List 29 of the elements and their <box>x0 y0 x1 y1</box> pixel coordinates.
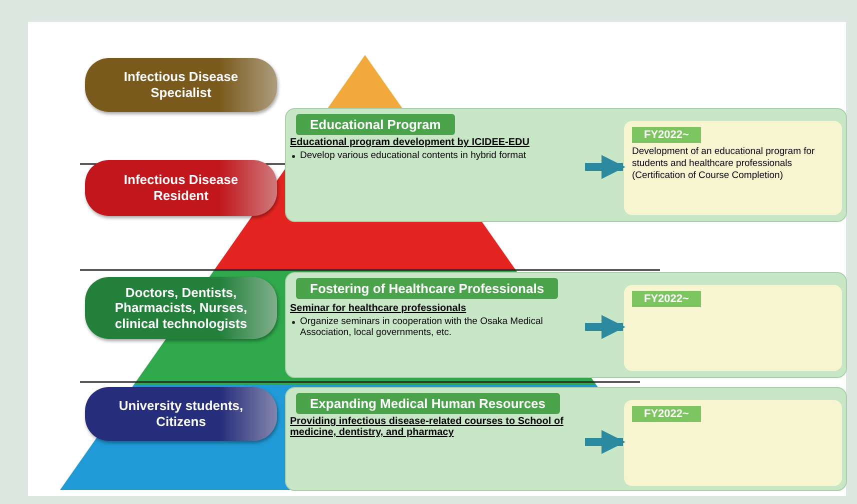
arrow <box>585 430 626 454</box>
fy-box <box>624 400 842 486</box>
level-pill <box>85 58 277 112</box>
fy-text: Development of an educational program for students and healthcare professionals (Certification of Course Completion) <box>632 146 816 182</box>
panel-heading: Fostering of Healthcare Professionals <box>296 278 558 299</box>
fy-box <box>624 121 842 215</box>
bullet-text: Organize seminars in cooperation with the Osaka Medical Association, local governments, etc. <box>290 316 586 338</box>
fy-tag: FY2022~ <box>632 127 701 143</box>
panel-heading: Educational Program <box>296 114 455 135</box>
panel-heading: Expanding Medical Human Resources <box>296 393 560 414</box>
level-label: Doctors, Dentists, Pharmacists, Nurses, clinical technologists <box>114 284 248 332</box>
arrow <box>585 155 626 179</box>
program-panel <box>285 272 847 378</box>
level-label: Infectious Disease Resident <box>122 172 240 204</box>
level-pill <box>85 387 277 441</box>
program-panel <box>285 108 847 222</box>
fy-tag: FY2022~ <box>632 291 701 307</box>
level-pill <box>85 277 277 339</box>
fy-tag: FY2022~ <box>632 406 701 422</box>
fy-box <box>624 285 842 371</box>
body-heading: Educational program development by ICIDEE-EDU <box>290 137 530 148</box>
level-label: Infectious Disease Specialist <box>122 69 240 101</box>
arrow <box>585 315 626 339</box>
body-heading: Seminar for healthcare professionals <box>290 303 468 314</box>
level-label: University students, Citizens <box>118 398 244 430</box>
program-panel <box>285 387 847 491</box>
level-pill <box>85 160 277 216</box>
body-heading: Providing infectious disease-related courses to School of medicine, dentistry, and pharmacy <box>290 416 564 438</box>
bullet-text: Develop various educational contents in hybrid format <box>290 150 586 161</box>
